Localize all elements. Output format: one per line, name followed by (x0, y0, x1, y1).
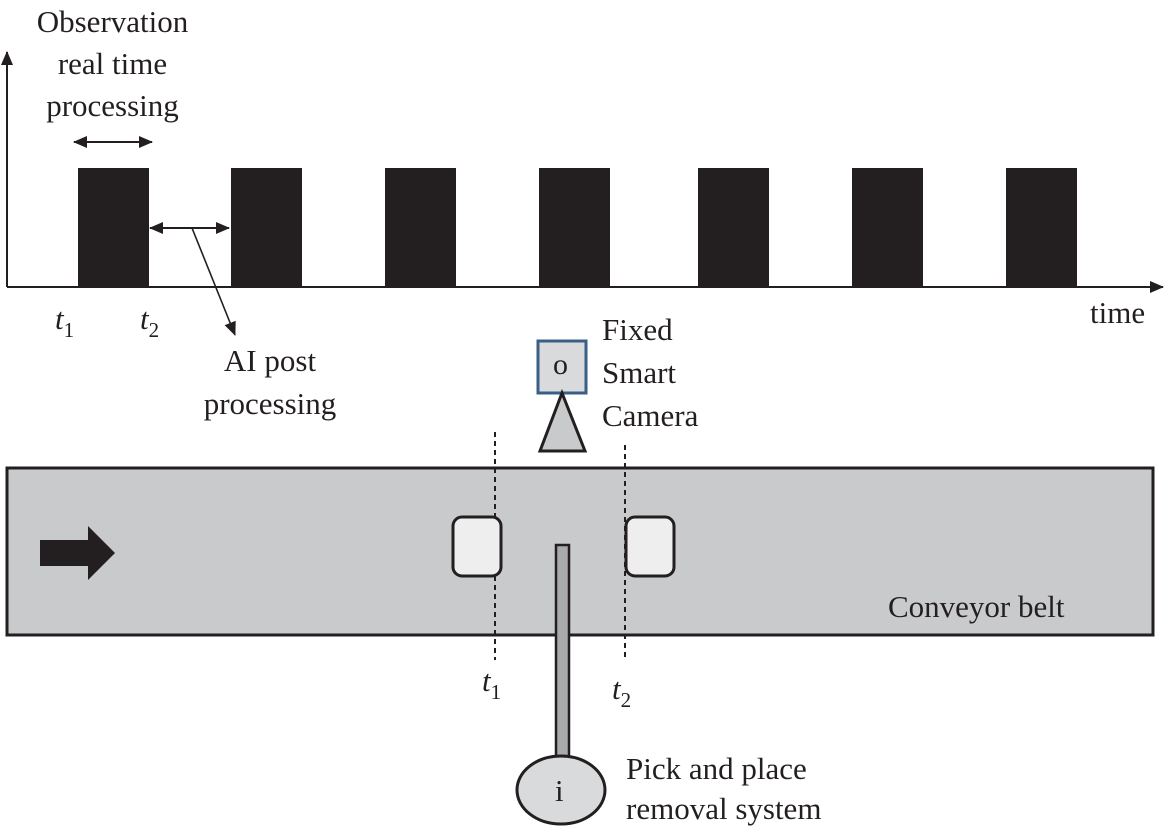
observation-pulse-5 (698, 168, 769, 287)
observation-pulse-3 (385, 168, 456, 287)
observation-pulse-1 (78, 168, 149, 287)
timeline-t1-label: t1 (55, 301, 75, 343)
observation-pulse-7 (1006, 168, 1077, 287)
observation-line-3: processing (46, 88, 179, 123)
time-axis-label: time (1090, 295, 1146, 330)
removal-glyph: i (555, 773, 564, 808)
belt-t1-label: t1 (482, 663, 502, 705)
item-at-t1 (451, 515, 503, 578)
observation-pulse-2 (231, 168, 302, 287)
observation-line-1: Observation (36, 4, 189, 39)
observation-pulse-6 (852, 168, 923, 287)
removal-label: Pick and place removal system (626, 751, 822, 826)
belt-t2-label: t2 (612, 671, 632, 713)
conveyor-belt (5, 466, 1155, 637)
ai-post-processing-label: AI post processing (203, 343, 337, 421)
camera-lens-triangle (537, 388, 588, 453)
removal-arm (554, 543, 571, 762)
removal-base (515, 754, 607, 826)
belt-direction-arrow-icon (40, 526, 115, 580)
pulse-group (78, 168, 1077, 287)
conveyor-belt-label: Conveyor belt (888, 589, 1065, 624)
observation-line-2: real time (57, 46, 168, 81)
camera-glyph: o (553, 348, 568, 381)
observation-pulse-4 (539, 168, 610, 287)
observation-label: Observation real time processing (10, 5, 215, 123)
camera-box (536, 339, 588, 395)
item-at-t2 (624, 515, 676, 578)
gap-leader-arrow (191, 227, 236, 336)
timeline-t2-label: t2 (140, 301, 160, 343)
camera-label: Fixed Smart Camera (602, 312, 699, 433)
